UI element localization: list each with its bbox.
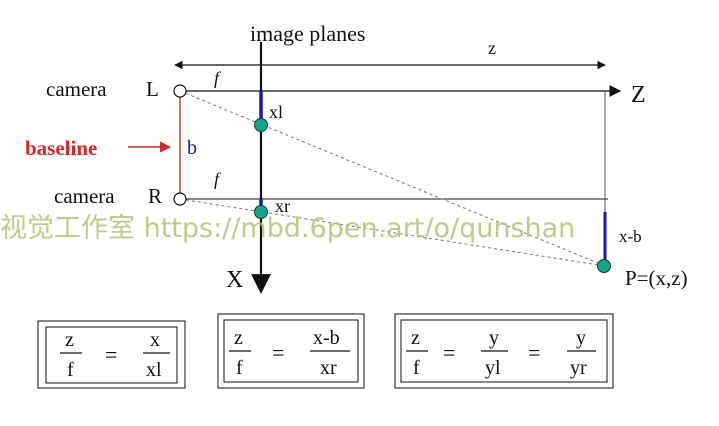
formula-2-lhs-den: f (236, 357, 243, 379)
formula-3-equals-2: = (528, 340, 540, 365)
camera-l-word: camera (46, 77, 107, 101)
xl-label: xl (269, 102, 283, 122)
formula-3-mid-den: yl (485, 357, 501, 379)
formula-2-rhs-num: x-b (313, 327, 340, 349)
ray-left (179, 90, 606, 267)
formula-1-rhs-num: x (150, 329, 160, 351)
formula-box-2: z f = x-b xr (217, 313, 365, 389)
formula-3-lhs-num: z (411, 327, 420, 349)
p-point (597, 259, 611, 273)
camera-r-letter: R (148, 184, 162, 208)
camera-r-center (173, 192, 187, 206)
camera-r-word: camera (54, 184, 115, 208)
formula-3-lhs-den: f (413, 357, 420, 379)
z-axis-label: Z (631, 82, 646, 108)
b-label: b (187, 137, 197, 159)
formula-3-equals-1: = (443, 340, 455, 365)
formula-box-3: z f = y yl = y yr (394, 313, 614, 389)
formula-1-equals: = (105, 342, 117, 367)
formula-1-rhs-den: xl (146, 359, 162, 381)
baseline-label: baseline (25, 136, 97, 160)
formula-2-equals: = (272, 340, 284, 365)
formula-2-rhs-den: xr (320, 357, 337, 379)
formula-3-rhs-num: y (576, 327, 586, 349)
formula-1-lhs-num: z (65, 329, 74, 351)
formula-3-rhs-den: yr (570, 357, 587, 379)
focal-length-top-label: f (214, 68, 222, 88)
formula-1-lhs-den: f (67, 359, 74, 381)
focal-length-bottom-label: f (214, 169, 222, 189)
formula-2-lhs-num: z (234, 327, 243, 349)
image-planes-label: image planes (250, 21, 365, 46)
camera-l-center (173, 84, 187, 98)
z-distance-label: z (488, 38, 496, 58)
xr-point (254, 205, 268, 219)
x-axis-label: X (226, 267, 243, 293)
formula-3-mid-num: y (489, 327, 499, 349)
formula-box-1: z f = x xl (37, 320, 186, 389)
x-minus-b-label: x-b (619, 227, 642, 246)
xr-label: xr (275, 196, 290, 216)
point-p-label: P=(x,z) (625, 266, 688, 290)
camera-l-letter: L (146, 77, 159, 101)
watermark: 视觉工作室 https://mbd.6pen.art/o/qunshan (0, 213, 575, 244)
xl-point (254, 118, 268, 132)
